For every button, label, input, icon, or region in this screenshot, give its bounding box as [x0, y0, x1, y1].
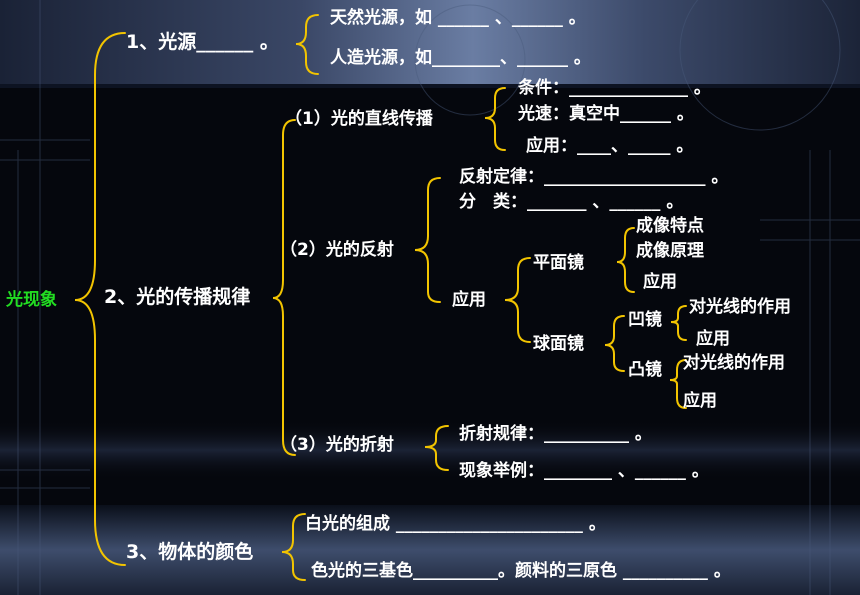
reflection-types: 分 类：_______ 、______ 。	[459, 192, 684, 212]
brace-concave	[670, 305, 687, 341]
primary-colors: 色光的三基色__________。颜料的三原色 __________ 。	[311, 561, 731, 581]
white-light-composition: 白光的组成 ______________________ 。	[305, 514, 606, 534]
spherical-mirror-label: 球面镜	[533, 334, 584, 354]
brace-straight	[484, 87, 506, 151]
concave-application: 应用	[696, 329, 730, 349]
concave-effect: 对光线的作用	[689, 297, 791, 317]
convex-effect: 对光线的作用	[683, 353, 785, 373]
artificial-light-source: 人造光源，如________、______ 。	[330, 48, 591, 68]
refraction-examples: 现象举例：________ 、______ 。	[459, 461, 709, 481]
sec2-label: 2、光的传播规律	[104, 286, 251, 308]
sec1-label: 1、光源______ 。	[126, 31, 279, 53]
plane-mirror-features: 成像特点	[636, 216, 704, 236]
brace-sec2	[272, 119, 296, 456]
brace-convex	[669, 359, 687, 409]
straight-condition: 条件：______________ 。	[518, 78, 711, 98]
refraction-law: 折射规律：__________ 。	[459, 424, 652, 444]
brace-spherical	[604, 315, 625, 372]
brace-application	[504, 257, 531, 343]
brace-root	[74, 32, 126, 566]
straight-speed: 光速：真空中______ 。	[518, 104, 694, 124]
plane-mirror-label: 平面镜	[533, 253, 584, 273]
brace-refraction	[424, 425, 449, 471]
root-label: 光现象	[6, 290, 57, 310]
reflection-label: （2）光的反射	[280, 240, 394, 260]
convex-application: 应用	[683, 391, 717, 411]
plane-mirror-application: 应用	[643, 272, 677, 292]
sec3-label: 3、物体的颜色	[126, 541, 254, 563]
refraction-label: （3）光的折射	[280, 435, 394, 455]
brace-sec1	[295, 14, 319, 75]
reflection-law: 反射定律：___________________ 。	[459, 167, 729, 187]
brace-plane	[616, 227, 635, 293]
natural-light-source: 天然光源，如 ______ 、______ 。	[330, 8, 586, 28]
reflection-application: 应用	[452, 290, 486, 310]
concave-mirror-label: 凹镜	[628, 310, 662, 330]
convex-mirror-label: 凸镜	[628, 360, 662, 380]
plane-mirror-principle: 成像原理	[636, 241, 704, 261]
straight-application: 应用：____、_____ 。	[526, 136, 694, 156]
brace-sec3	[281, 513, 306, 581]
straight-propagation-label: （1）光的直线传播	[285, 109, 433, 129]
brace-reflection	[414, 177, 441, 303]
